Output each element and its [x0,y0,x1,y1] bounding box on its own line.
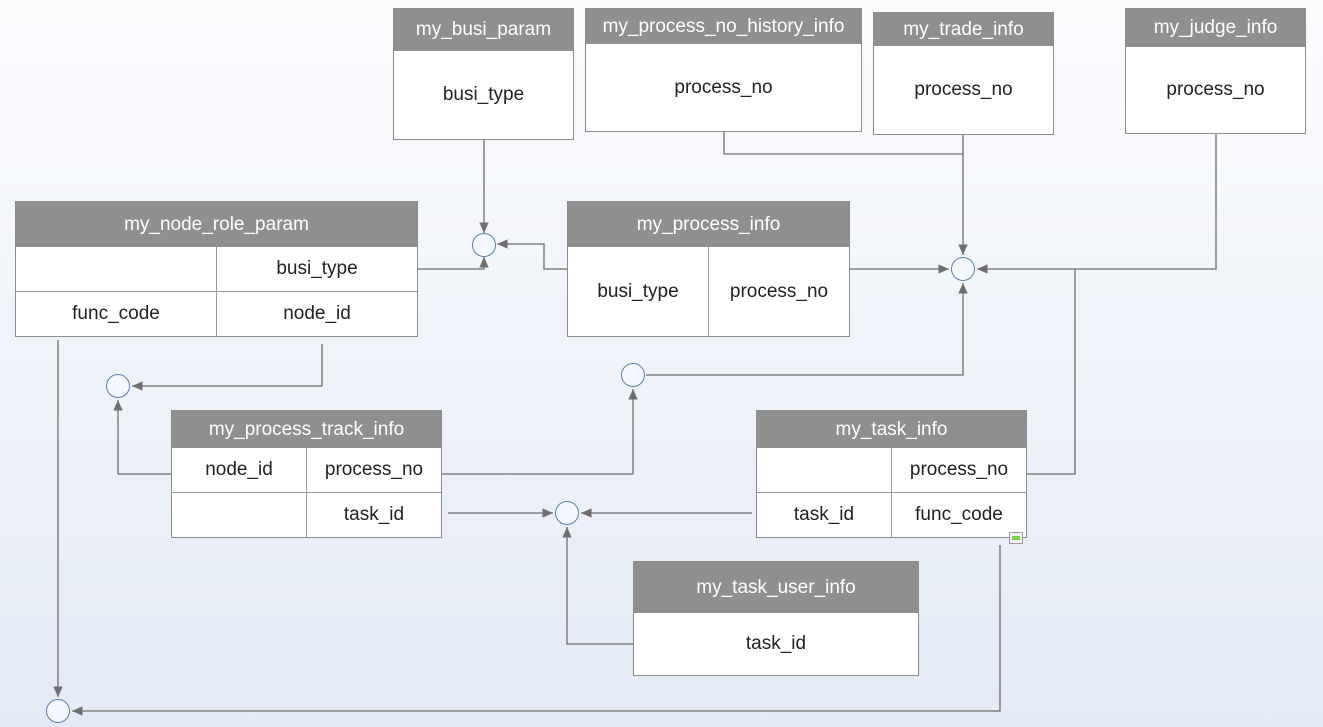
entity-title: my_judge_info [1126,9,1305,47]
link-small-junction-to-main [646,283,968,376]
field-process-no: process_no [674,76,773,98]
link-track-process-no-to-junction [441,389,638,475]
entity-title: my_node_role_param [16,202,417,247]
field-task-id: task_id [793,504,855,525]
entity-task-info[interactable]: my_task_info process_no task_id func_cod… [756,410,1027,538]
expand-toggle-icon[interactable] [1009,532,1023,544]
field-busi-type: busi_type [597,280,679,302]
field-node-id: node_id [283,303,351,324]
field-func-code: func_code [915,504,1003,525]
junction-node-id [106,374,130,398]
entity-title: my_process_track_info [172,411,441,448]
field-process-no: process_no [729,280,829,302]
junction-process-no-track [621,363,645,387]
link-node-role-to-junction [418,257,489,270]
entity-process-no-history-info[interactable]: my_process_no_history_info process_no [585,8,862,132]
entity-title: my_task_user_info [634,562,918,613]
link-task-info-to-judge-line [1026,269,1076,475]
field-node-id: node_id [205,459,273,480]
link-node-id-to-junction [132,344,323,391]
entity-title: my_process_no_history_info [586,9,861,44]
junction-task-id [555,501,579,525]
link-history-to-junction [723,132,963,155]
junction-process-no [951,257,975,281]
link-process-info-to-junction [497,239,567,270]
field-busi-type: busi_type [276,258,358,279]
field-func-code: func_code [72,303,160,324]
entity-judge-info[interactable]: my_judge_info process_no [1125,8,1306,134]
link-judge-to-junction [977,134,1217,274]
entity-process-info[interactable]: my_process_info busi_type process_no [567,201,850,337]
entity-trade-info[interactable]: my_trade_info process_no [873,12,1054,135]
entity-title: my_busi_param [394,9,573,51]
field-process-no: process_no [909,459,1009,480]
junction-busi-type [472,233,496,257]
entity-busi-param[interactable]: my_busi_param busi_type [393,8,574,140]
entity-process-track-info[interactable]: my_process_track_info node_id process_no… [171,410,442,538]
field-task-id: task_id [343,504,405,525]
link-task-user-to-junction [562,527,633,645]
field-process-no: process_no [1166,79,1265,100]
field-task-id: task_id [745,633,807,654]
entity-task-user-info[interactable]: my_task_user_info task_id [633,561,919,676]
field-busi-type: busi_type [442,84,525,105]
entity-title: my_task_info [757,411,1026,448]
field-process-no: process_no [324,459,424,480]
entity-node-role-param[interactable]: my_node_role_param busi_type func_code n… [15,201,418,337]
field-process-no: process_no [914,79,1013,100]
entity-title: my_trade_info [874,13,1053,46]
entity-title: my_process_info [568,202,849,247]
junction-func-code [46,699,70,723]
link-track-node-id-to-junction [113,400,171,475]
link-task-func-code-to-junction [72,545,1001,716]
